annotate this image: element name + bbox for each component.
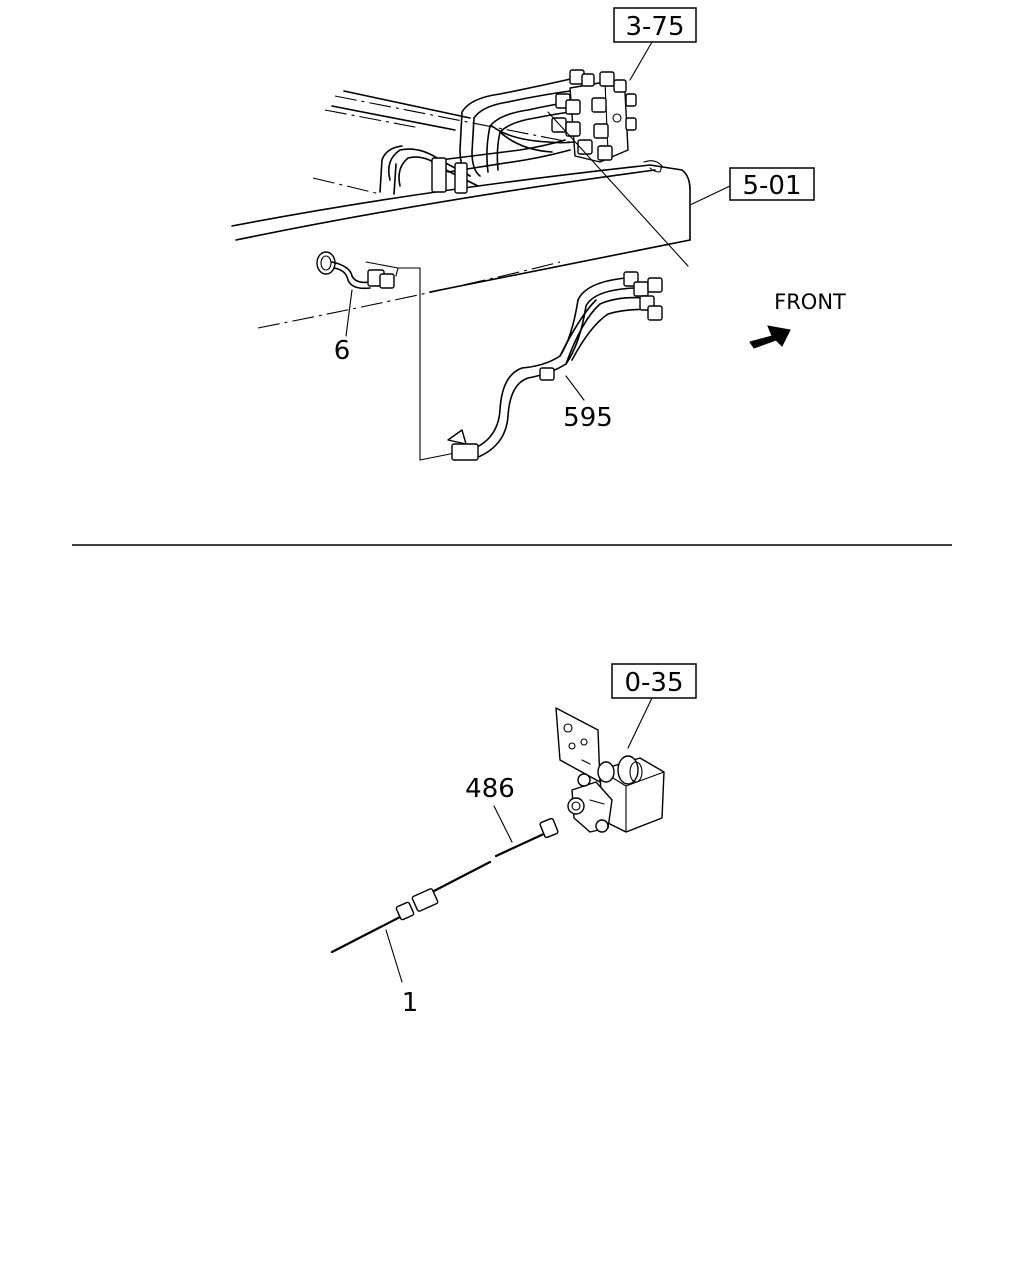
lower-illustration: 0-35 <box>330 663 697 1018</box>
ref-label-0-35: 0-35 <box>624 668 683 698</box>
part-6-harness <box>316 251 399 290</box>
ref-label-5-01: 5-01 <box>742 171 801 201</box>
upper-illustration: 3-75 5-01 6 <box>231 7 846 461</box>
part-1-cable <box>330 901 415 954</box>
ref-box-0-35: 0-35 <box>611 663 697 699</box>
front-label: FRONT <box>774 290 846 314</box>
brake-pipes <box>379 77 586 195</box>
callout-6: 6 <box>334 336 351 366</box>
ref-box-3-75: 3-75 <box>613 7 697 43</box>
front-direction-arrow-icon <box>749 325 791 349</box>
valve-block <box>551 69 637 163</box>
front-indicator: FRONT <box>749 290 846 349</box>
part-486-cable <box>411 817 559 912</box>
chassis-rail <box>231 90 691 329</box>
ref-label-3-75: 3-75 <box>625 12 684 42</box>
callout-1: 1 <box>402 988 419 1018</box>
ref-box-5-01: 5-01 <box>729 167 815 201</box>
part-595-harness <box>447 271 663 461</box>
sensor-bracket-assembly <box>555 707 665 833</box>
callout-595: 595 <box>563 403 613 433</box>
callout-486: 486 <box>465 774 515 804</box>
